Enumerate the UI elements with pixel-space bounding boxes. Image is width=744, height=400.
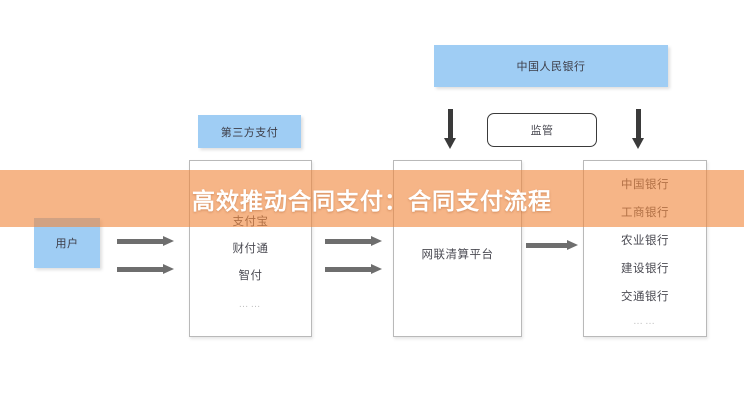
bank-item-3: 建设银行 — [621, 263, 669, 275]
node-user: 用户 — [34, 218, 100, 268]
third-party-item-3: …… — [238, 299, 263, 310]
arrow-user-to-third-party-1 — [117, 236, 174, 247]
bank-item-5: …… — [633, 316, 657, 327]
arrow-clearing-to-banks-1 — [526, 240, 578, 251]
clearing-platform-label: 网联清算平台 — [421, 249, 494, 261]
column-third-party: 支付宝 财付通 智付 …… — [189, 160, 312, 337]
node-third-party-label: 第三方支付 — [198, 115, 301, 148]
column-banks: 中国银行 工商银行 农业银行 建设银行 交通银行 …… — [583, 160, 707, 337]
third-party-item-2: 智付 — [238, 270, 263, 282]
node-central-bank-label: 中国人民银行 — [516, 61, 586, 73]
bank-item-0: 中国银行 — [621, 179, 669, 191]
arrow-user-to-third-party-2 — [117, 264, 174, 275]
node-central-bank: 中国人民银行 — [434, 45, 668, 87]
column-clearing-platform: 网联清算平台 — [393, 160, 522, 337]
arrow-third-party-to-clearing-2 — [325, 264, 382, 275]
bank-item-4: 交通银行 — [621, 291, 669, 303]
node-third-party-label-text: 第三方支付 — [220, 126, 279, 139]
bank-item-1: 工商银行 — [621, 207, 669, 219]
bank-item-2: 农业银行 — [621, 235, 669, 247]
arrow-third-party-to-clearing-1 — [325, 236, 382, 247]
arrow-down-left — [444, 109, 457, 149]
node-user-label: 用户 — [55, 238, 79, 250]
node-regulation: 监管 — [487, 113, 597, 147]
third-party-item-0: 支付宝 — [232, 216, 269, 228]
arrow-down-right — [632, 109, 645, 149]
node-regulation-label: 监管 — [530, 125, 554, 137]
third-party-item-1: 财付通 — [232, 243, 269, 255]
